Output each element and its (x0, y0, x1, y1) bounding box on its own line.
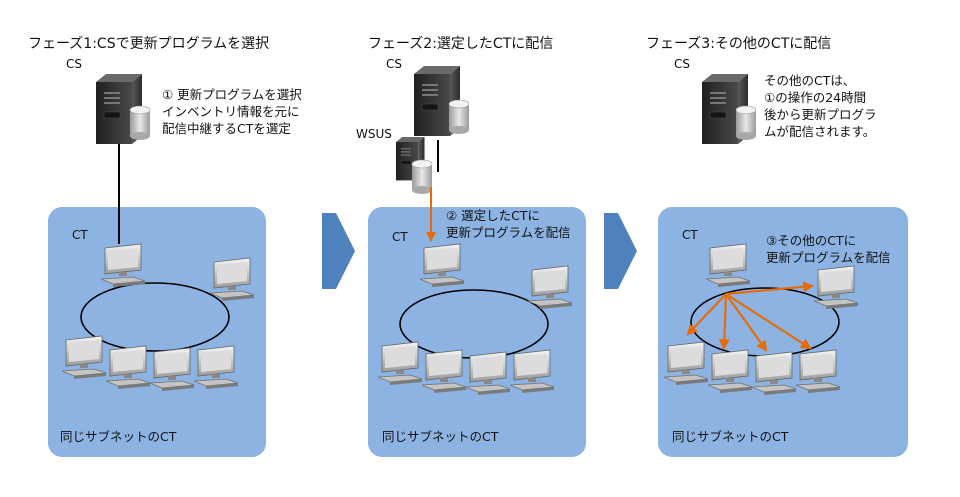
phase2-note: ② 選定したCTに 更新プログラムを配信 (446, 207, 571, 241)
subnet-label: 同じサブネットのCT (672, 429, 789, 444)
note-line: 後から更新プログラ (764, 107, 877, 122)
phase-arrow-icon (322, 213, 355, 289)
network-ring (690, 287, 840, 357)
database-icon (735, 105, 757, 141)
subnet-area-phase1 (48, 207, 266, 457)
subnet-area-phase3 (658, 207, 908, 457)
computer-icon (105, 345, 151, 390)
distribution-arrows (686, 281, 815, 352)
computer-icon (377, 341, 423, 386)
computer-icon (663, 341, 709, 386)
note-line: 更新プログラムを配信 (446, 225, 571, 240)
computer-icon (465, 351, 511, 396)
computer-icon (509, 349, 555, 394)
network-ring (399, 289, 549, 359)
database-icon (448, 99, 470, 135)
ct-label: CT (682, 228, 698, 242)
note-line: ③その他のCTに (766, 233, 857, 248)
computer-icon (419, 243, 465, 288)
phase-arrow-icon (604, 213, 637, 289)
phase3-title: フェーズ3:その他のCTに配信 (646, 36, 832, 52)
phase3-note: その他のCTは、 ①の操作の24時間 後から更新プログラ ムが配信されます。 (764, 72, 877, 140)
phase1-note: ① 更新プログラムを選択 インベントリ情報を元に 配信中継するCTを選定 (162, 86, 302, 137)
phase3-distribution-note: ③その他のCTに 更新プログラムを配信 (766, 232, 891, 266)
note-line: ① 更新プログラムを選択 (162, 87, 302, 102)
ct-label: CT (392, 230, 408, 244)
computer-icon (61, 335, 107, 380)
computer-icon (100, 243, 146, 288)
note-line: 配信中継するCTを選定 (162, 121, 291, 136)
computer-icon (527, 265, 573, 310)
note-line: その他のCTは、 (764, 73, 856, 88)
database-icon (129, 105, 151, 141)
subnet-label: 同じサブネットのCT (60, 429, 177, 444)
note-line: ② 選定したCTに (446, 208, 541, 223)
network-ring (80, 282, 230, 352)
phase2-title: フェーズ2:選定したCTに配信 (368, 36, 554, 52)
note-line: インベントリ情報を元に (162, 104, 300, 119)
cs-label: CS (386, 57, 402, 71)
cs-label: CS (674, 57, 690, 71)
database-icon (411, 159, 433, 195)
computer-icon (193, 345, 239, 390)
computer-icon (813, 265, 859, 310)
computer-icon (795, 349, 841, 394)
computer-icon (751, 351, 797, 396)
computer-icon (149, 347, 195, 392)
note-line: 更新プログラムを配信 (766, 250, 891, 265)
cs-label: CS (66, 57, 82, 71)
note-line: ①の操作の24時間 (764, 90, 867, 105)
ct-label: CT (72, 228, 88, 242)
subnet-area-phase2 (368, 207, 586, 457)
subnet-label: 同じサブネットのCT (382, 429, 499, 444)
computer-icon (707, 349, 753, 394)
computer-icon (421, 349, 467, 394)
computer-icon (209, 257, 255, 302)
note-line: ムが配信されます。 (764, 124, 876, 139)
wsus-label: WSUS (356, 127, 392, 141)
phase1-title: フェーズ1:CSで更新プログラムを選択 (28, 36, 270, 52)
computer-icon (705, 243, 751, 288)
